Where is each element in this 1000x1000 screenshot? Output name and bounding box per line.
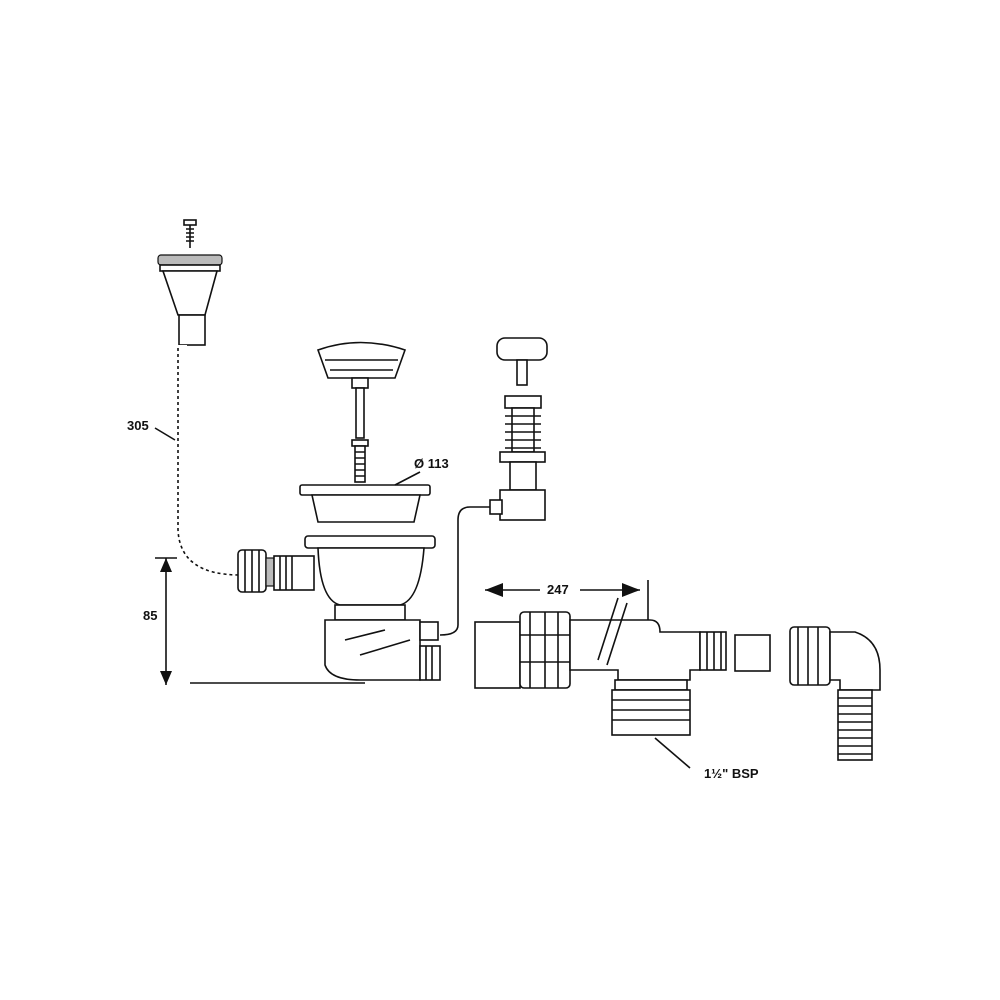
diameter-leader — [394, 471, 421, 486]
trap-thread-label: 1½" BSP — [704, 766, 759, 781]
basket-screw — [351, 439, 369, 483]
basket-diameter-label: Ø 113 — [414, 456, 449, 471]
popup-button — [489, 337, 548, 521]
hose-length-label: 305 — [127, 418, 149, 433]
waste-body — [304, 535, 441, 681]
overflow-screw — [183, 219, 197, 248]
bottle-trap — [474, 597, 727, 736]
overflow-hose — [169, 345, 241, 584]
bsp-leader — [654, 737, 691, 769]
overflow-nut — [237, 549, 315, 593]
hose-leader — [154, 427, 176, 441]
hose-elbow — [789, 626, 881, 761]
trap-width-label: 247 — [547, 582, 569, 597]
overflow-cap — [157, 254, 223, 346]
dimension-247 — [485, 580, 649, 630]
basket-strainer — [316, 341, 407, 439]
sink-bowl-flange — [299, 484, 431, 523]
popup-cable — [439, 506, 490, 636]
outlet-height-label: 85 — [143, 608, 158, 623]
trap-spigot — [734, 634, 771, 672]
dimension-85 — [155, 557, 365, 685]
